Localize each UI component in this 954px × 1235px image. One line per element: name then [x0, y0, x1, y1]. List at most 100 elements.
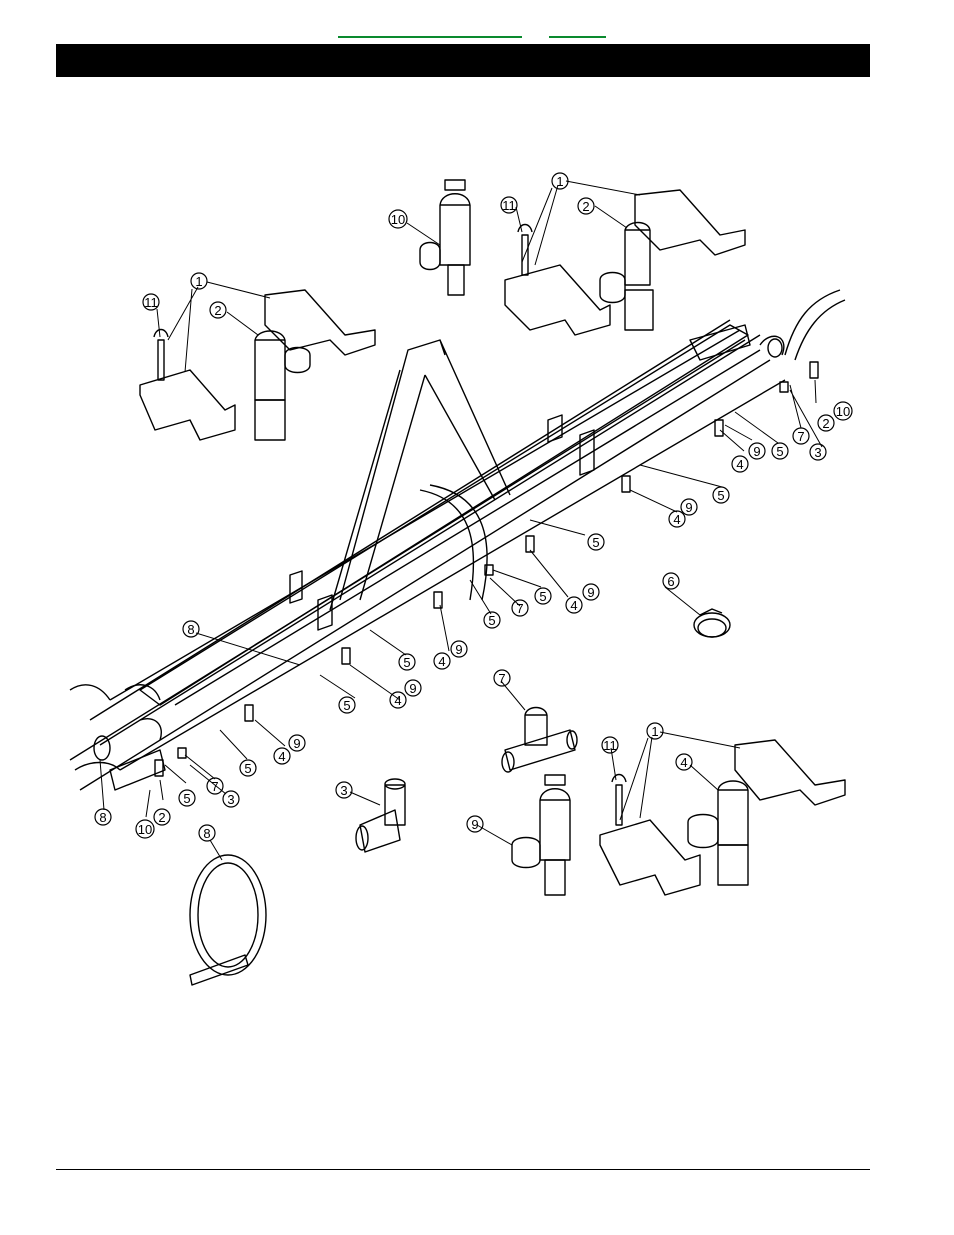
callout-number: 5	[776, 444, 783, 459]
callout-8: 8	[199, 825, 215, 841]
callout-number: 9	[293, 736, 300, 751]
detail-bracket-left	[140, 290, 375, 440]
callout-number: 1	[195, 274, 202, 289]
callout-number: 9	[685, 500, 692, 515]
callout-number: 7	[516, 601, 523, 616]
callout-number: 2	[158, 810, 165, 825]
callout-number: 2	[214, 303, 221, 318]
callout-number: 4	[394, 693, 401, 708]
callout-4: 4	[566, 597, 582, 613]
callout-number: 4	[680, 755, 687, 770]
callout-3: 3	[810, 444, 826, 460]
callout-number: 10	[138, 822, 152, 837]
callout-number: 1	[556, 174, 563, 189]
callout-5: 5	[399, 654, 415, 670]
callout-4: 4	[676, 754, 692, 770]
callout-number: 4	[673, 512, 680, 527]
callout-number: 9	[455, 642, 462, 657]
callout-number: 5	[592, 535, 599, 550]
callout-number: 3	[227, 792, 234, 807]
callout-number: 11	[144, 295, 158, 310]
callout-9: 9	[405, 680, 421, 696]
callout-number: 5	[539, 589, 546, 604]
callout-4: 4	[669, 511, 685, 527]
callout-4: 4	[274, 748, 290, 764]
callout-number: 5	[244, 761, 251, 776]
detail-tee-7	[502, 708, 577, 773]
callout-number: 9	[753, 444, 760, 459]
callout-number: 5	[183, 791, 190, 806]
callout-11: 11	[143, 294, 159, 310]
callout-10: 10	[136, 820, 154, 838]
callout-5: 5	[772, 443, 788, 459]
callout-3: 3	[336, 782, 352, 798]
callout-number: 4	[278, 749, 285, 764]
callout-number: 3	[814, 445, 821, 460]
callout-number: 8	[203, 826, 210, 841]
callout-5: 5	[179, 790, 195, 806]
callout-11: 11	[602, 737, 618, 753]
callout-10: 10	[834, 402, 852, 420]
callout-9: 9	[681, 499, 697, 515]
callout-5: 5	[713, 487, 729, 503]
callout-4: 4	[434, 653, 450, 669]
callout-2: 2	[210, 302, 226, 318]
callout-5: 5	[535, 588, 551, 604]
callout-number: 7	[498, 671, 505, 686]
callout-5: 5	[339, 697, 355, 713]
callout-5: 5	[588, 534, 604, 550]
footer-rule	[56, 1169, 870, 1170]
callout-number: 5	[488, 613, 495, 628]
callout-2: 2	[818, 415, 834, 431]
callout-10: 10	[389, 210, 407, 228]
callout-1: 1	[647, 723, 663, 739]
callout-number: 5	[343, 698, 350, 713]
boom-frame	[70, 290, 845, 790]
callout-5: 5	[484, 612, 500, 628]
callout-number: 8	[187, 622, 194, 637]
callout-9: 9	[289, 735, 305, 751]
callout-11: 11	[501, 197, 517, 213]
callout-9: 9	[451, 641, 467, 657]
callout-9: 9	[467, 816, 483, 832]
callout-number: 5	[403, 655, 410, 670]
callout-number: 4	[438, 654, 445, 669]
callout-number: 9	[587, 585, 594, 600]
callout-number: 2	[582, 199, 589, 214]
callout-1: 1	[552, 173, 568, 189]
callout-number: 6	[667, 574, 674, 589]
callout-number: 10	[836, 404, 850, 419]
callout-number: 3	[340, 783, 347, 798]
callout-number: 1	[651, 724, 658, 739]
callout-number: 4	[570, 598, 577, 613]
callout-9: 9	[749, 443, 765, 459]
callout-5: 5	[240, 760, 256, 776]
detail-strap-8	[190, 855, 266, 985]
callout-number: 11	[603, 738, 617, 753]
callout-4: 4	[390, 692, 406, 708]
callout-7: 7	[512, 600, 528, 616]
detail-nozzle-10	[420, 180, 470, 295]
callout-number: 4	[736, 457, 743, 472]
callout-9: 9	[583, 584, 599, 600]
callout-4: 4	[732, 456, 748, 472]
callout-6: 6	[663, 573, 679, 589]
callout-number: 7	[211, 779, 218, 794]
callout-7: 7	[494, 670, 510, 686]
callout-number: 10	[391, 212, 405, 227]
callout-number: 7	[797, 429, 804, 444]
detail-elbow-3	[356, 779, 405, 852]
detail-bracket-top	[505, 190, 745, 335]
callout-7: 7	[793, 428, 809, 444]
callout-number: 9	[471, 817, 478, 832]
detail-nozzle-9	[512, 775, 570, 895]
callout-number: 11	[502, 198, 516, 213]
callout-2: 2	[578, 198, 594, 214]
callout-number: 5	[717, 488, 724, 503]
detail-bracket-bottom	[600, 740, 845, 895]
callout-1: 1	[191, 273, 207, 289]
callout-8: 8	[95, 809, 111, 825]
callout-number: 9	[409, 681, 416, 696]
callout-8: 8	[183, 621, 199, 637]
